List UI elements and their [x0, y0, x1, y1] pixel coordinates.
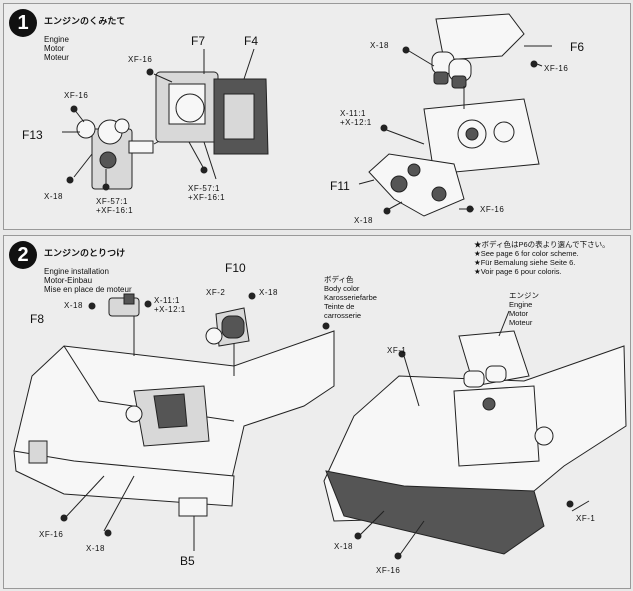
engine-block-right-part: [408, 13, 552, 175]
label-x18-2-right: X-18: [334, 542, 353, 551]
label-xf1-right: XF-1: [576, 514, 596, 523]
label-xf16-2-bottom: XF-16: [376, 566, 401, 575]
label-x18-2-top: X-18: [259, 288, 278, 297]
step-2-title-jp: エンジンのとりつけ: [44, 248, 126, 258]
left-chassis-part: [13, 311, 335, 551]
step-2-title: エンジンのとりつけ Engine installation Motor-Einb…: [44, 240, 132, 303]
engine-assembly-drawing: [62, 13, 552, 217]
label-x18-left: X-18: [44, 192, 63, 201]
label-f8: F8: [30, 312, 45, 326]
right-chassis-part: [323, 310, 627, 557]
engine-installation-drawing: [13, 292, 627, 560]
step-1-title-jp: エンジンのくみたて: [44, 16, 126, 26]
color-scheme-note: ★ボディ色はP6の表より選んで下さい。 ★See page 6 for colo…: [474, 240, 610, 276]
label-f13: F13: [22, 128, 43, 142]
label-f4: F4: [244, 34, 259, 48]
label-xf16-2-left: XF-16: [39, 530, 64, 539]
step-2-panel: 2 エンジンのとりつけ Engine installation Motor-Ei…: [3, 235, 631, 589]
label-x18-bottom: X-18: [354, 216, 373, 225]
label-f11: F11: [330, 179, 350, 193]
label-xf16-right: XF-16: [544, 64, 569, 73]
label-f10: F10: [225, 261, 246, 275]
screw-markers-2: [60, 292, 574, 560]
screw-markers: [66, 46, 538, 215]
label-f6: F6: [570, 40, 585, 54]
label-x18-2-left: X-18: [64, 301, 83, 310]
step-1-panel: 1 エンジンのくみたて Engine Motor Moteur: [3, 3, 631, 230]
label-xf16-bottom: XF-16: [480, 205, 505, 214]
step-1-title: エンジンのくみたて Engine Motor Moteur: [44, 8, 125, 71]
label-xf16-top: XF-16: [128, 55, 153, 64]
step-1-title-lines: Engine Motor Moteur: [44, 35, 69, 62]
label-xf1-left: XF-1: [387, 346, 407, 355]
label-xf16-left: XF-16: [64, 91, 89, 100]
label-mix-mid: XF-57:1 +XF-16:1: [188, 184, 226, 202]
step-2-number: 2: [9, 241, 37, 269]
label-x18-2-bottom: X-18: [86, 544, 105, 553]
label-f7: F7: [191, 34, 206, 48]
label-x18-top: X-18: [370, 41, 389, 50]
label-mix-left: XF-57:1 +XF-16:1: [96, 197, 134, 215]
engine-label: エンジン Engine Motor Moteur: [509, 291, 539, 327]
f7-f4-block-part: [153, 48, 269, 180]
step-2-title-lines: Engine installation Motor-Einbau Mise en…: [44, 267, 132, 294]
label-mix-x11: X-11:1 +X-12:1: [340, 109, 372, 127]
f8-f10-parts: [108, 293, 250, 347]
step-1-number: 1: [9, 9, 37, 37]
label-mix-x11-2: X-11:1 +X-12:1: [154, 296, 186, 314]
f11-belt-part: [358, 128, 474, 217]
label-xf2: XF-2: [206, 288, 226, 297]
body-color-label: ボディ色 Body color Karosseriefarbe Teinte d…: [324, 275, 377, 320]
label-b5: B5: [180, 554, 195, 568]
